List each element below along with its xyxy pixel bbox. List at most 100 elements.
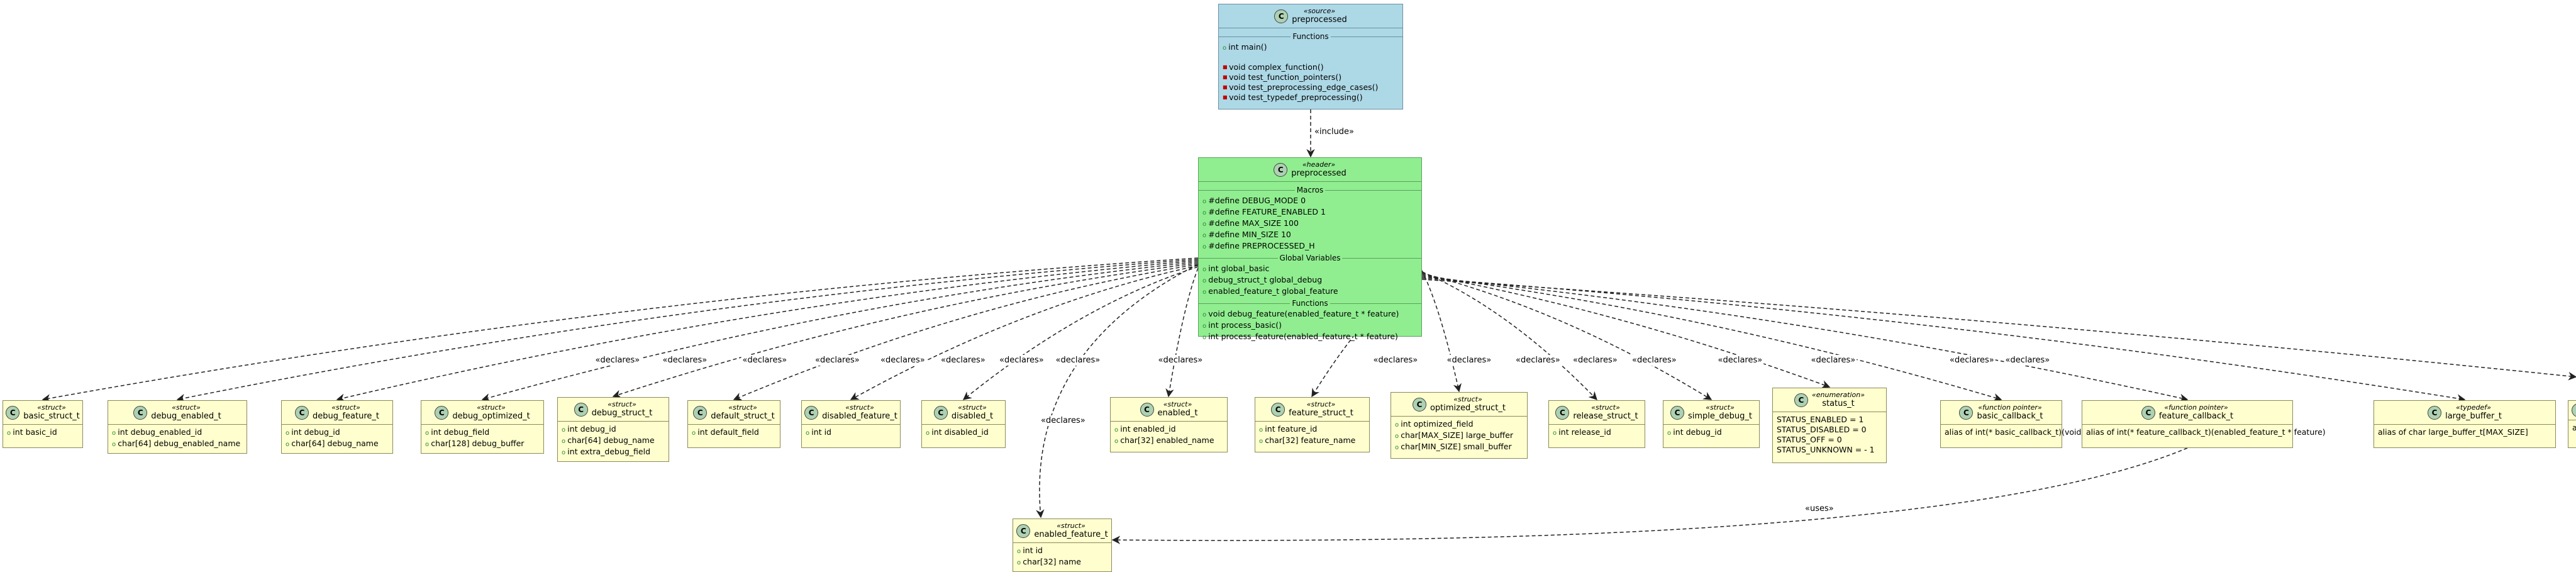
edge-label-background (1948, 355, 1996, 366)
class-badge-icon: C (1670, 405, 1684, 420)
macro-item: #define PREPROCESSED_H (1202, 241, 1418, 252)
type-name: basic_callback_t (1977, 412, 2043, 421)
edge-label-background (1809, 355, 1857, 366)
edge-label-background (1514, 355, 1562, 366)
global-variable-item: int global_basic (1202, 264, 1418, 275)
edge-label-background (1572, 355, 1619, 366)
type-name: disabled_feature_t (822, 412, 897, 421)
type-node-simple-debug-t[interactable]: C«struct»simple_debug_tint debug_id (1663, 400, 1760, 448)
class-badge-icon: C (1794, 393, 1808, 407)
edge-label-declares: «declares» (1056, 356, 1101, 365)
type-stereotype: «struct» (1706, 403, 1735, 412)
type-stereotype: «function pointer» (1978, 403, 2042, 412)
source-preprocessed-node[interactable]: C «source» preprocessed Functions int ma… (1218, 4, 1403, 109)
type-member: char[MIN_SIZE] small_buffer (1395, 442, 1523, 453)
header-preprocessed-node[interactable]: C «header» preprocessed Macros #define D… (1198, 157, 1422, 341)
type-name: feature_struct_t (1289, 408, 1353, 418)
edge-label-declares: «declares» (2006, 356, 2050, 365)
edge-declares-optimized-struct-t (1421, 270, 1462, 393)
class-badge-icon: C (1959, 405, 1974, 420)
type-member: int debug_id (562, 424, 665, 435)
class-badge-icon: C (1140, 402, 1154, 417)
type-name: simple_debug_t (1687, 412, 1752, 421)
type-node-debug-enabled-t[interactable]: C«struct»debug_enabled_tint debug_enable… (108, 400, 247, 454)
class-badge-icon: C (693, 405, 708, 420)
edge-declares-enabled-feature-t (1036, 264, 1199, 519)
type-member: a (2572, 423, 2576, 432)
type-node-debug-optimized-t[interactable]: C«struct»debug_optimized_tint debug_fiel… (421, 400, 544, 454)
type-member: int feature_id (1259, 424, 1365, 435)
type-node-release-struct-t[interactable]: C«struct»release_struct_tint release_id (1548, 400, 1645, 448)
header-function-item: int process_basic() (1202, 320, 1418, 332)
macro-item: #define MAX_SIZE 100 (1202, 218, 1418, 230)
type-node-partial-typedef[interactable]: Ca (2568, 400, 2576, 448)
edge-label-declares: «declares» (596, 356, 640, 365)
type-node-enabled-feature-t[interactable]: C«struct»enabled_feature_tint idchar[32]… (1013, 519, 1112, 572)
type-node-enabled-t[interactable]: C«struct»enabled_tint enabled_idchar[32]… (1110, 397, 1228, 452)
type-node-debug-feature-t[interactable]: C«struct»debug_feature_tint debug_idchar… (281, 400, 393, 454)
type-member: int release_id (1553, 427, 1641, 439)
edge-label-background (1054, 355, 1102, 366)
type-node-default-struct-t[interactable]: C«struct»default_struct_tint default_fie… (687, 400, 780, 448)
type-node-basic-struct-t[interactable]: C«struct»basic_struct_tint basic_id (3, 400, 83, 448)
edge-declares-status-t (1421, 274, 1831, 389)
type-name: default_struct_t (711, 412, 775, 421)
type-stereotype: «struct» (477, 403, 506, 412)
type-member: int extra_debug_field (562, 447, 665, 458)
class-badge-icon: C (133, 405, 148, 420)
type-name: debug_feature_t (312, 412, 380, 421)
edge-label-declares: «declares» (880, 356, 925, 365)
source-stereotype: «source» (1303, 7, 1336, 15)
type-member: char[64] debug_enabled_name (112, 439, 243, 450)
class-badge-icon: C (1274, 9, 1289, 23)
type-member: STATUS_UNKNOWN = - 1 (1777, 445, 1875, 454)
type-member: int debug_field (425, 427, 540, 439)
type-node-debug-struct-t[interactable]: C«struct»debug_struct_tint debug_idchar[… (557, 397, 669, 462)
type-node-header: C«function pointer»feature_callback_t (2082, 401, 2292, 425)
type-node-header: C«enumeration»status_t (1773, 388, 1886, 412)
type-node-feature-struct-t[interactable]: C«struct»feature_struct_tint feature_idc… (1255, 397, 1370, 452)
type-stereotype: «struct» (172, 403, 201, 412)
edge-label-background (661, 355, 709, 366)
type-node-disabled-t[interactable]: C«struct»disabled_tint disabled_id (921, 400, 1006, 448)
type-name: optimized_struct_t (1430, 403, 1506, 413)
type-member: alias of int(* feature_callback_t)(enabl… (2086, 427, 2326, 437)
type-node-optimized-struct-t[interactable]: C«struct»optimized_struct_tint optimized… (1391, 392, 1528, 459)
source-public-member: int main() (1223, 42, 1399, 53)
type-stereotype: «struct» (1306, 400, 1336, 408)
edge-label-declares: «declares» (1041, 416, 1085, 425)
type-member: char[64] debug_name (562, 435, 665, 447)
source-node-header: C «source» preprocessed (1219, 4, 1402, 28)
header-macros-section: Macros (1199, 186, 1421, 194)
type-name: status_t (1822, 399, 1855, 408)
type-member: char[MAX_SIZE] large_buffer (1395, 430, 1523, 442)
type-node-disabled-feature-t[interactable]: C«struct»disabled_feature_tint id (801, 400, 901, 448)
type-name: debug_optimized_t (452, 412, 530, 421)
class-badge-icon: C (804, 405, 819, 420)
type-stereotype: «struct» (1057, 522, 1085, 530)
type-stereotype: «struct» (608, 400, 636, 408)
edge-label-uses: «uses» (1805, 504, 1834, 513)
edge-label-background (1313, 126, 1356, 137)
edge-label-background (1716, 355, 1764, 366)
type-member: alias of char large_buffer_t[MAX_SIZE] (2378, 427, 2528, 437)
edge-label-declares: «declares» (815, 356, 860, 365)
edge-declares-debug-optimized-t (481, 261, 1199, 402)
type-node-header: C«struct»optimized_struct_t (1391, 393, 1527, 417)
edge-declares-simple-debug-t (1421, 272, 1713, 400)
type-member: STATUS_DISABLED = 0 (1777, 425, 1867, 434)
class-badge-icon: C (1555, 405, 1570, 420)
header-stereotype: «header» (1302, 160, 1336, 169)
edge-label-background (814, 355, 861, 366)
edge-label-declares: «declares» (743, 356, 787, 365)
type-member: char[64] debug_name (286, 439, 389, 450)
edge-label-declares: «declares» (1158, 356, 1203, 365)
type-node-header: C «function pointer»basic_callback_t (1941, 401, 2062, 425)
type-stereotype: «function pointer» (2164, 403, 2228, 412)
header-function-item: int process_feature(enabled_feature_t * … (1202, 332, 1418, 343)
